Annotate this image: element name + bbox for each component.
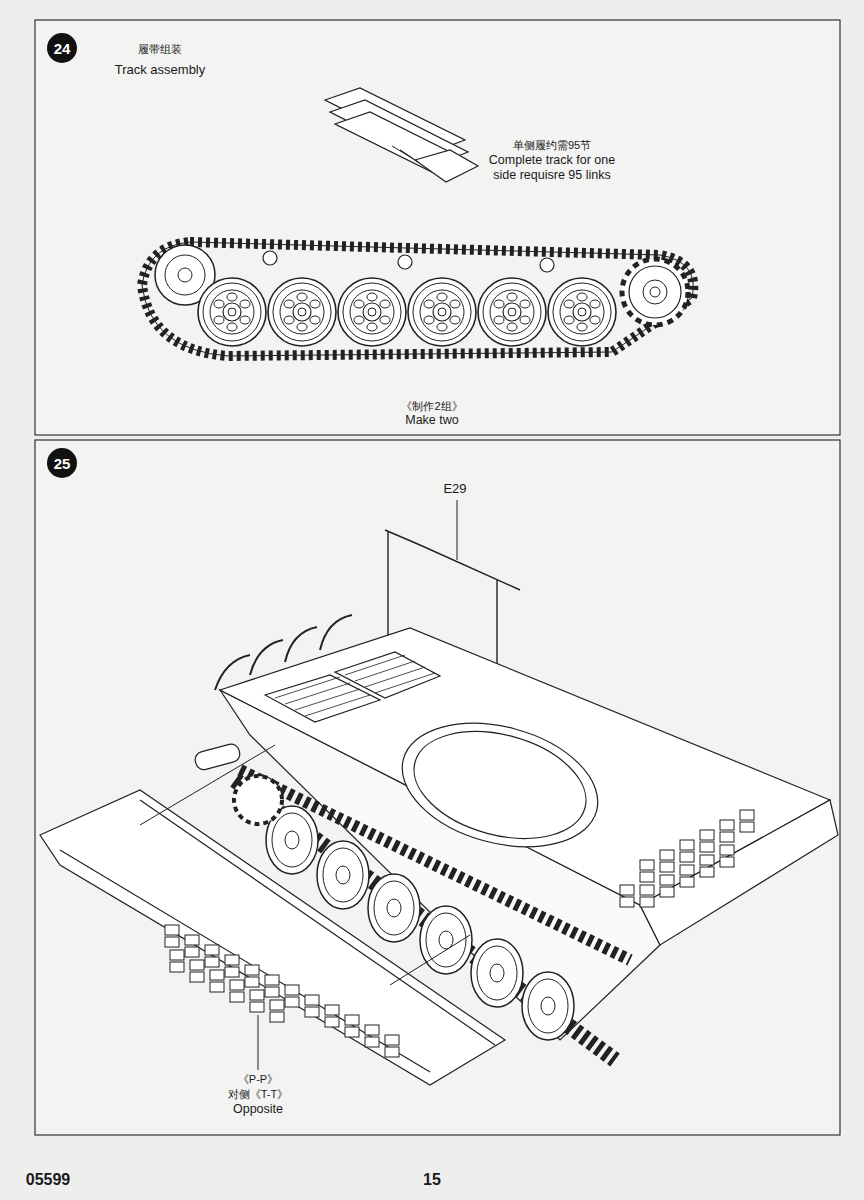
hull-sprocket <box>234 776 282 824</box>
glacis-era <box>620 810 754 907</box>
label-text: 对侧《T-T》 <box>228 1087 289 1102</box>
label-text: Make two <box>405 413 459 428</box>
label-text: Complete track for one side requisre 95 … <box>477 153 627 183</box>
track-run <box>142 242 693 356</box>
label-text: E29 <box>443 481 466 496</box>
label-text: 单侧履约需95节 <box>513 138 591 153</box>
return-rollers <box>263 251 554 272</box>
step-number: 24 <box>47 33 77 63</box>
placement-lines <box>140 745 470 985</box>
step-panel <box>35 440 840 1135</box>
leader-line <box>457 500 458 560</box>
side-skirt <box>40 790 505 1085</box>
label-text: 《制作2组》 <box>401 399 462 414</box>
drive-sprocket <box>622 259 688 325</box>
label-text: 《P-P》 <box>238 1072 278 1087</box>
skirt-era <box>165 925 399 1057</box>
label-text: Track assembly <box>115 62 206 77</box>
assembly-arrow <box>392 146 412 158</box>
label-text: Opposite <box>233 1102 283 1117</box>
step-number-text: 24 <box>54 40 71 57</box>
label-text: 05599 <box>26 1172 71 1187</box>
label-text: 履带组装 <box>138 42 182 57</box>
track-links <box>325 88 478 182</box>
step-panel <box>35 20 840 435</box>
track-run <box>142 242 693 356</box>
leader-line <box>258 1015 259 1070</box>
step-number-text: 25 <box>54 455 71 472</box>
label-text: 15 <box>423 1172 441 1187</box>
step-number: 25 <box>47 448 77 478</box>
